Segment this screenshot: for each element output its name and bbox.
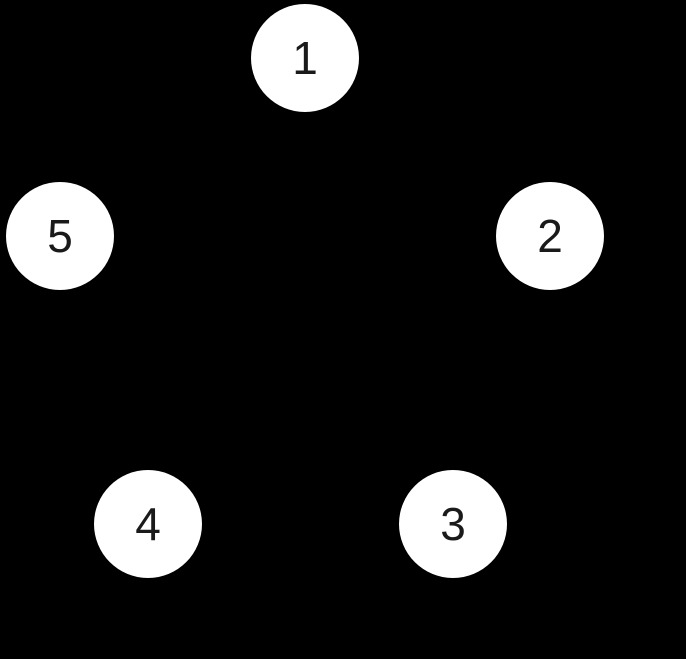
- node-label: 1: [292, 32, 318, 84]
- graph-node-1: 1: [251, 4, 359, 112]
- node-label: 3: [440, 498, 466, 550]
- graph-node-3: 3: [399, 470, 507, 578]
- node-label: 2: [537, 210, 563, 262]
- graph-node-4: 4: [94, 470, 202, 578]
- graph-node-2: 2: [496, 182, 604, 290]
- graph-node-5: 5: [6, 182, 114, 290]
- node-label: 5: [47, 210, 73, 262]
- node-label: 4: [135, 498, 161, 550]
